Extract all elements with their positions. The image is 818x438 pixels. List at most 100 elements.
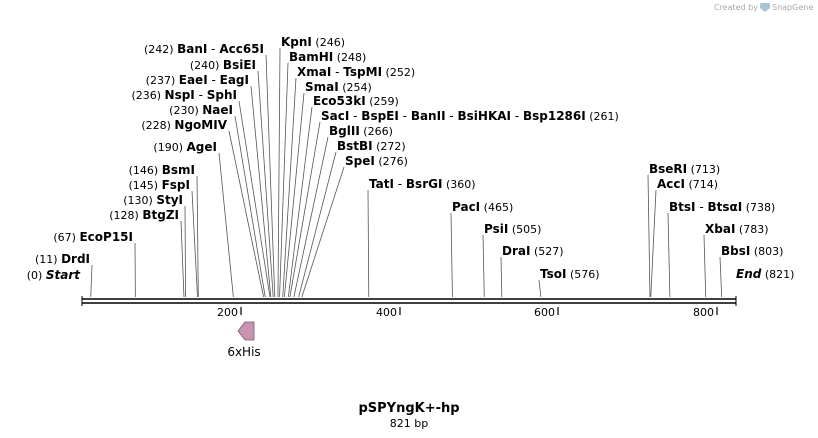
restriction-site[interactable]: Eco53kI (259)	[287, 94, 399, 298]
restriction-site[interactable]: (228) NgoMIV	[141, 118, 265, 298]
site-label: TsoI (576)	[540, 267, 600, 281]
site-label: (242) BanI - Acc65I	[144, 42, 264, 56]
site-label: XbaI (783)	[705, 222, 769, 236]
site-label: BtsI - BtsαI (738)	[669, 200, 775, 214]
enzyme-name: BanI	[177, 42, 207, 56]
restriction-site[interactable]: (67) EcoP15I	[53, 230, 136, 298]
site-label: (128) BtgZI	[109, 208, 179, 222]
credit-prefix: Created by	[714, 3, 758, 12]
restriction-site[interactable]: (128) BtgZI	[109, 208, 185, 298]
restriction-site[interactable]: (0) Start	[27, 268, 81, 282]
site-label: BseRI (713)	[649, 162, 720, 176]
site-leader-line	[367, 189, 370, 298]
restriction-site[interactable]: AccI (714)	[650, 177, 718, 298]
enzyme-name: End	[736, 267, 762, 281]
restriction-site[interactable]: BamHI (248)	[279, 50, 367, 298]
site-separator: -	[349, 109, 361, 123]
restriction-site[interactable]: (145) FspI	[129, 178, 198, 298]
restriction-site[interactable]: XmaI - TspMI (252)	[282, 65, 415, 298]
site-position: (527)	[534, 245, 564, 258]
enzyme-name: BstBI	[337, 139, 373, 153]
site-label: DraI (527)	[502, 244, 564, 258]
restriction-site[interactable]: (146) BsmI	[129, 163, 199, 298]
tick-label: 800	[693, 306, 714, 319]
site-position: (146)	[129, 164, 159, 177]
enzyme-name: BspEI	[361, 109, 399, 123]
restriction-site[interactable]: BbsI (803)	[719, 244, 783, 298]
enzyme-name: NgoMIV	[174, 118, 227, 132]
restriction-site[interactable]: End (821)	[736, 267, 794, 281]
enzyme-name: NspI	[165, 88, 195, 102]
site-leader-line	[293, 136, 329, 298]
restriction-site[interactable]: (242) BanI - Acc65I	[144, 42, 276, 298]
site-leader-line	[283, 92, 305, 298]
restriction-site[interactable]: SmaI (254)	[283, 80, 372, 298]
restriction-site[interactable]: BglII (266)	[293, 124, 393, 298]
site-label: BglII (266)	[329, 124, 393, 138]
restriction-site[interactable]: TsoI (576)	[538, 267, 600, 298]
restriction-site[interactable]: (236) NspI - SphI	[131, 88, 271, 298]
site-label: BstBI (272)	[337, 139, 406, 153]
restriction-site[interactable]: (190) AgeI	[153, 140, 234, 298]
site-position: (783)	[739, 223, 769, 236]
site-position: (130)	[123, 194, 153, 207]
enzyme-name: BtgZI	[142, 208, 179, 222]
site-leader-line	[191, 190, 198, 298]
restriction-sites: (0) Start(11) DrdI(67) EcoP15I (128) BtgZ…	[27, 35, 794, 298]
site-position: (266)	[363, 125, 393, 138]
site-leader-line	[301, 166, 345, 298]
site-leader-line	[250, 85, 272, 298]
site-label: AccI (714)	[657, 177, 718, 191]
feature-label: 6xHis	[227, 345, 260, 359]
restriction-site[interactable]: KpnI (246)	[277, 35, 345, 298]
site-position: (272)	[376, 140, 406, 153]
restriction-site[interactable]: PsiI (505)	[482, 222, 541, 298]
site-label: KpnI (246)	[281, 35, 345, 49]
site-leader-line	[667, 212, 671, 298]
site-position: (128)	[109, 209, 139, 222]
restriction-site[interactable]: SacI - BspEI - BanII - BsiHKAI - Bsp1286…	[289, 109, 619, 298]
site-label: SacI - BspEI - BanII - BsiHKAI - Bsp1286…	[321, 109, 619, 123]
restriction-site[interactable]: BtsI - BtsαI (738)	[667, 200, 775, 298]
restriction-site[interactable]: BstBI (272)	[298, 139, 406, 298]
feature-6xhis[interactable]: 6xHis	[227, 321, 261, 359]
enzyme-name: SpeI	[345, 154, 375, 168]
site-position: (576)	[570, 268, 600, 281]
ruler-tick: 400	[376, 306, 401, 319]
site-position: (237)	[146, 74, 176, 87]
restriction-site[interactable]: BseRI (713)	[647, 162, 720, 298]
site-position: (738)	[746, 201, 776, 214]
site-position: (11)	[35, 253, 58, 266]
site-leader-line	[289, 121, 321, 298]
site-label: BbsI (803)	[721, 244, 783, 258]
restriction-site[interactable]: XbaI (783)	[703, 222, 769, 298]
site-leader-line	[277, 47, 281, 298]
restriction-site[interactable]: (240) BsiEI	[190, 58, 274, 298]
site-position: (242)	[144, 43, 174, 56]
site-position: (261)	[589, 110, 619, 123]
enzyme-name: BsrGI	[406, 177, 443, 191]
site-position: (230)	[169, 104, 199, 117]
site-leader-line	[298, 151, 337, 298]
site-leader-line	[650, 189, 657, 298]
restriction-site[interactable]: (237) EaeI - EagI	[146, 73, 272, 298]
enzyme-name: SmaI	[305, 80, 339, 94]
restriction-site[interactable]: TatI - BsrGI (360)	[367, 177, 476, 298]
site-label: (228) NgoMIV	[141, 118, 227, 132]
restriction-site[interactable]: PacI (465)	[450, 200, 513, 298]
ruler: 200 400 600 800	[217, 306, 718, 319]
restriction-site[interactable]: DraI (527)	[500, 244, 564, 298]
site-leader-line	[180, 220, 185, 298]
ruler-tick: 600	[534, 306, 559, 319]
tick-label: 400	[376, 306, 397, 319]
site-label: TatI - BsrGI (360)	[369, 177, 476, 191]
restriction-site[interactable]: (230) NaeI	[169, 103, 266, 298]
site-separator: -	[207, 42, 219, 56]
enzyme-name: BsiHKAI	[458, 109, 512, 123]
site-leader-line	[90, 264, 93, 298]
restriction-site[interactable]: (130) StyI	[123, 193, 186, 298]
restriction-site[interactable]: (11) DrdI	[35, 252, 93, 298]
restriction-site[interactable]: SpeI (276)	[301, 154, 408, 298]
tick-label: 200	[217, 306, 238, 319]
